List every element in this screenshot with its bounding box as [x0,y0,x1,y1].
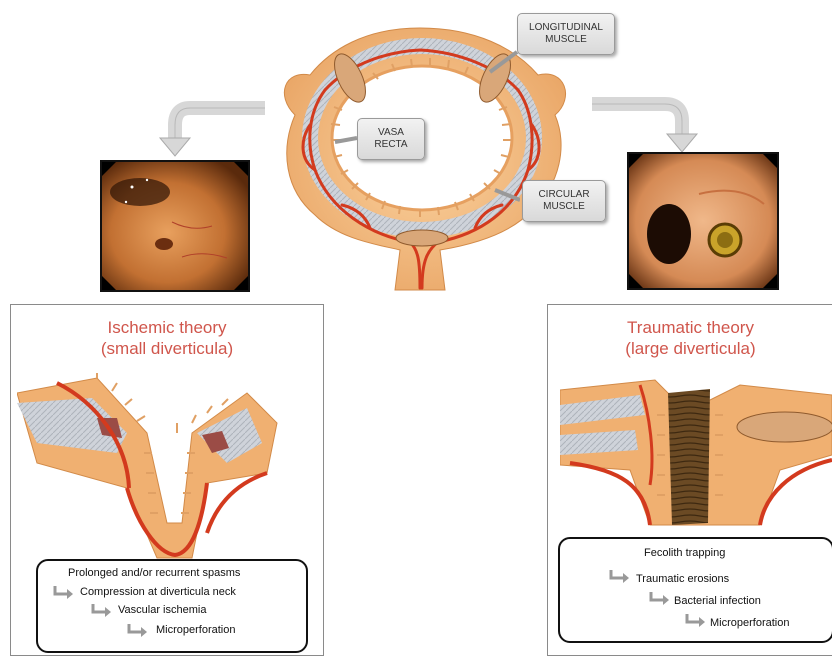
step-arrow-icon [684,613,706,627]
ischemic-steps-box: Prolonged and/or recurrent spasms Compre… [36,559,308,653]
step-arrow-icon [52,585,74,599]
traumatic-step-4: Microperforation [710,617,789,629]
step-arrow-icon [90,603,112,617]
ischemic-theory-title: Ischemic theory [11,317,323,338]
longitudinal-muscle-band [396,230,448,246]
traumatic-step-2: Traumatic erosions [636,573,729,585]
left-curved-arrow [150,100,270,160]
endoscopy-image-large-diverticula [627,152,779,290]
ischemic-step-1: Prolonged and/or recurrent spasms [68,567,240,579]
traumatic-theory-panel: Traumatic theory (large diverticula) Fec… [547,304,832,656]
small-diverticulum-illustration [17,373,317,563]
step-arrow-icon [608,569,630,583]
label-longitudinal-muscle: LONGITUDINAL MUSCLE [517,13,615,55]
callout-pointers [330,40,520,220]
endoscopy-image-small-diverticula [100,160,250,292]
label-circular-muscle: CIRCULAR MUSCLE [522,180,606,222]
ischemic-step-4: Microperforation [156,624,235,636]
large-diverticulum-illustration [560,375,832,535]
ischemic-step-3: Vascular ischemia [118,604,206,616]
ischemic-theory-subtitle: (small diverticula) [11,338,323,359]
traumatic-step-1: Fecolith trapping [644,547,725,559]
step-arrow-icon [126,623,148,637]
traumatic-theory-title: Traumatic theory [548,317,832,338]
traumatic-steps-box: Fecolith trapping Traumatic erosions Bac… [558,537,832,643]
traumatic-theory-subtitle: (large diverticula) [548,338,832,359]
traumatic-step-3: Bacterial infection [674,595,761,607]
ischemic-theory-panel: Ischemic theory (small diverticula) Prol… [10,304,324,656]
right-curved-arrow [590,96,710,158]
ischemic-step-2: Compression at diverticula neck [80,586,236,598]
step-arrow-icon [648,591,670,605]
